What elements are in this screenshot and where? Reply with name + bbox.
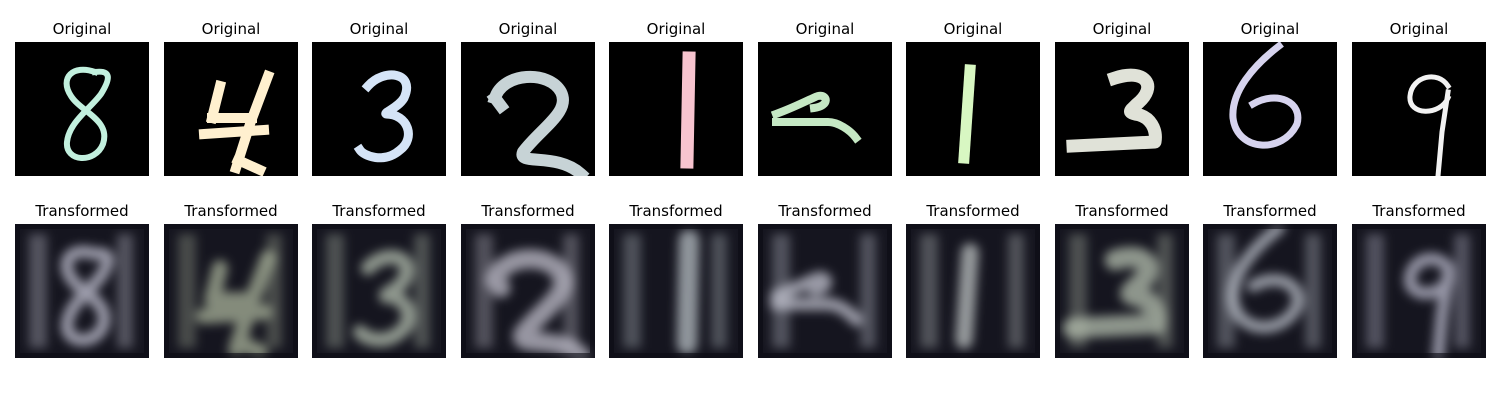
transformed-image-4 (461, 224, 595, 358)
digit-stroke (1407, 74, 1452, 176)
digit-stroke (353, 70, 413, 163)
original-image-3 (312, 42, 446, 176)
transformed-image-1 (15, 224, 149, 358)
digit-stroke (680, 51, 696, 169)
original-image-4 (461, 42, 595, 176)
transformed-title-4: Transformed (481, 202, 575, 220)
transformed-digit-stroke (196, 250, 276, 358)
original-image-8 (1055, 42, 1189, 176)
transformed-title-8: Transformed (1075, 202, 1169, 220)
original-title-1: Original (52, 20, 112, 38)
transformed-title-1: Transformed (35, 202, 129, 220)
digit-stroke (1066, 68, 1162, 153)
original-image-9 (1203, 42, 1337, 176)
transformed-title-10: Transformed (1372, 202, 1466, 220)
digit-stroke (1229, 42, 1302, 149)
transformed-image-10 (1352, 224, 1486, 358)
original-image-10 (1352, 42, 1486, 176)
original-image-5 (609, 42, 743, 176)
transformed-digit-stroke (1062, 246, 1166, 339)
transformed-title-5: Transformed (629, 202, 723, 220)
digit-stroke (198, 69, 275, 176)
transformed-digit-stroke (1404, 253, 1454, 358)
transformed-digit-stroke (769, 271, 863, 327)
digit-stroke (63, 66, 111, 161)
transformed-image-9 (1203, 224, 1337, 358)
transformed-image-6 (758, 224, 892, 358)
original-title-10: Original (1389, 20, 1449, 38)
transformed-digit-stroke (485, 249, 591, 358)
digit-stroke (958, 64, 976, 164)
original-title-8: Original (1092, 20, 1152, 38)
original-title-4: Original (498, 20, 558, 38)
transformed-digit-stroke (1226, 224, 1304, 334)
transformed-title-9: Transformed (1223, 202, 1317, 220)
transformed-title-7: Transformed (926, 202, 1020, 220)
transformed-image-3 (312, 224, 446, 358)
transformed-image-2 (164, 224, 298, 358)
original-title-5: Original (646, 20, 706, 38)
transformed-title-2: Transformed (184, 202, 278, 220)
original-title-7: Original (943, 20, 1003, 38)
transformed-digit-stroke (352, 249, 416, 347)
digit-stroke (770, 91, 862, 144)
transformed-title-3: Transformed (332, 202, 426, 220)
transformed-digit-stroke (676, 229, 700, 355)
transformed-image-5 (609, 224, 743, 358)
digit-stroke (486, 71, 590, 176)
original-title-2: Original (201, 20, 261, 38)
transformed-digit-stroke (60, 245, 114, 346)
transformed-digit-stroke (955, 243, 979, 349)
original-title-6: Original (795, 20, 855, 38)
original-image-6 (758, 42, 892, 176)
original-image-7 (906, 42, 1040, 176)
transformed-image-8 (1055, 224, 1189, 358)
transformed-image-7 (906, 224, 1040, 358)
transformed-title-6: Transformed (778, 202, 872, 220)
original-title-9: Original (1240, 20, 1300, 38)
original-image-2 (164, 42, 298, 176)
original-image-1 (15, 42, 149, 176)
original-title-3: Original (349, 20, 409, 38)
